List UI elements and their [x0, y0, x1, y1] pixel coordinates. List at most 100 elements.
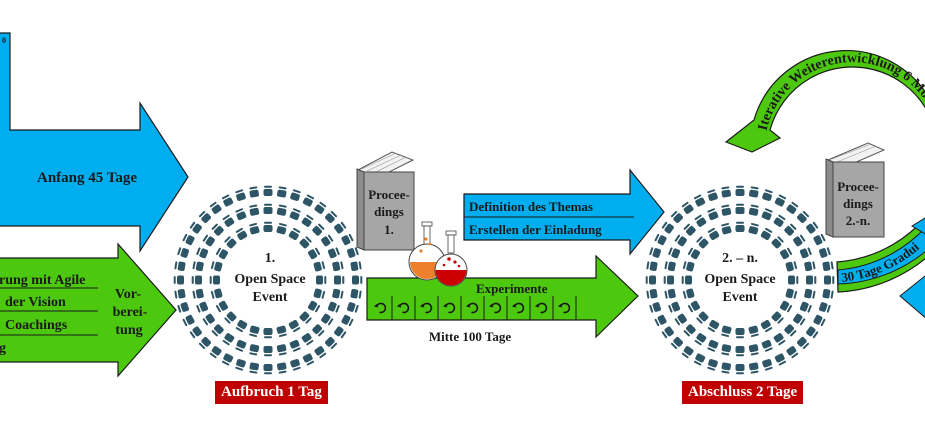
seat-icon [772, 214, 787, 228]
cycle-cell [465, 296, 485, 320]
seat-icon [248, 325, 260, 338]
seat-icon [735, 185, 745, 196]
prep-item-1: rung mit Agile [0, 273, 85, 288]
seat-icon [785, 288, 798, 300]
seat-icon [202, 312, 216, 327]
seat-icon [181, 233, 196, 246]
prep-side-label-3: tung [115, 323, 142, 338]
seat-icon [302, 352, 315, 367]
seat-icon [818, 301, 832, 314]
seat-icon [818, 246, 832, 259]
preparation-arrow [0, 242, 177, 378]
seat-icon [234, 358, 247, 372]
seat-icon [298, 310, 313, 325]
seat-icon [674, 312, 688, 327]
prep-item-4: g [0, 341, 6, 356]
seat-icon [783, 222, 798, 237]
seat-icon [735, 346, 745, 357]
seat-icon [346, 246, 360, 259]
seat-icon [276, 186, 288, 198]
seat-icon [173, 275, 184, 285]
seat-icon [248, 204, 260, 217]
seat-icon [289, 339, 302, 353]
seat-icon [234, 188, 247, 202]
event-1-duration-badge: Aufbruch 1 Tag [215, 381, 328, 404]
seat-icon [324, 210, 338, 224]
seat-icon [198, 210, 212, 224]
lab-flasks-icon [408, 221, 468, 287]
seat-icon [289, 188, 302, 202]
seat-icon [276, 204, 288, 217]
seat-icon [785, 201, 800, 215]
seat-icon [796, 210, 810, 224]
seat-icon [687, 300, 701, 314]
event-1-line-3: Event [253, 290, 288, 305]
book-1-line-1: Procee- [368, 187, 410, 202]
seat-icon [234, 319, 248, 333]
seat-icon [779, 300, 793, 314]
seat-icon [289, 358, 302, 372]
prep-item-2: der Vision [5, 295, 66, 310]
seat-icon [822, 288, 834, 300]
definition-item-2: Erstellen der Einladung [469, 222, 602, 237]
book-1-line-3: 1. [384, 222, 394, 237]
seat-icon [276, 325, 288, 338]
seat-icon [263, 221, 273, 232]
seat-icon [796, 336, 810, 350]
seat-icon [720, 343, 732, 356]
seat-icon [192, 260, 205, 272]
seat-icon [720, 222, 732, 235]
seat-icon [333, 325, 347, 340]
seat-icon [320, 233, 334, 248]
seat-icon [327, 246, 341, 259]
iteration-outer-label: Iterative Weiterentwicklung 6 Mo [756, 51, 925, 132]
seat-icon [664, 288, 677, 300]
seat-icon [748, 204, 760, 217]
seat-icon [334, 275, 345, 285]
seat-icon [181, 314, 196, 327]
seat-icon [670, 336, 684, 350]
seat-icon [189, 325, 203, 340]
seat-icon [674, 233, 688, 248]
seat-icon [682, 288, 695, 300]
seat-icon [313, 288, 326, 300]
seat-icon [695, 235, 710, 250]
seat-icon [648, 301, 662, 314]
seat-icon [198, 336, 212, 350]
seat-icon [221, 214, 236, 228]
seat-icon [192, 288, 205, 300]
seat-icon [812, 314, 827, 327]
iteration-loop [724, 50, 925, 319]
seat-icon [761, 358, 774, 372]
seat-icon [760, 319, 774, 333]
seat-icon [783, 323, 798, 338]
start-arrow-label: Anfang 45 Tage [37, 170, 137, 186]
seat-icon [215, 300, 229, 314]
cycle-cell [396, 296, 416, 320]
seat-icon [770, 310, 785, 325]
seat-icon [661, 220, 675, 235]
seat-icon [748, 222, 760, 235]
seat-icon [289, 207, 302, 221]
book-2-line-2: dings [843, 196, 873, 211]
seat-icon [215, 246, 229, 260]
seat-icon [221, 193, 234, 208]
seat-icon [824, 275, 835, 285]
seat-icon [352, 275, 363, 285]
seat-icon [653, 233, 668, 246]
seat-icon [761, 339, 774, 353]
seat-icon [799, 301, 813, 314]
seat-icon [792, 312, 806, 327]
seat-icon [248, 362, 260, 374]
seat-icon [223, 310, 238, 325]
seat-icon [311, 222, 326, 237]
seat-icon [248, 186, 260, 198]
seat-icon [682, 323, 697, 338]
seat-icon [803, 260, 816, 272]
seat-icon [210, 260, 223, 272]
seat-icon [191, 275, 202, 285]
seat-icon [189, 220, 203, 235]
seat-icon [803, 288, 816, 300]
cycle-cell [488, 296, 508, 320]
